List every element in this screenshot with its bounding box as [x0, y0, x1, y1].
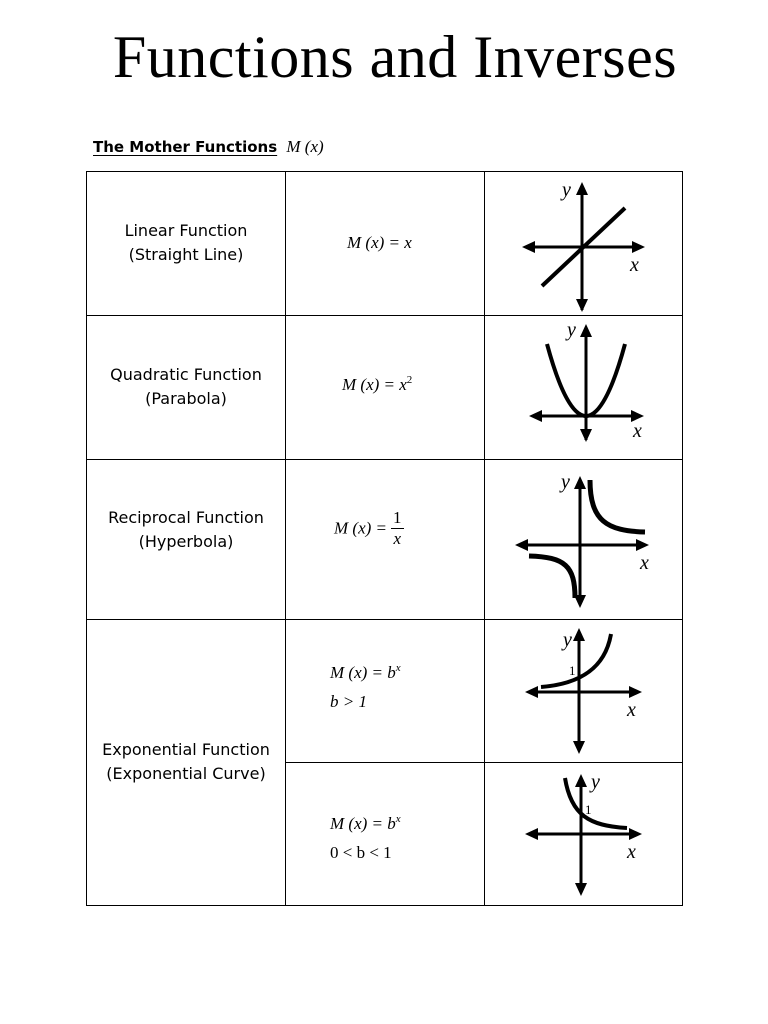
exponential-decay-formula: M (x) = bx 0 < b < 1	[330, 813, 401, 864]
exponential-decay-graph-icon: y 1 x	[525, 771, 642, 896]
column-divider	[484, 172, 485, 905]
hyperbola-graph-icon: y x	[515, 471, 649, 608]
x-axis-label: x	[632, 420, 642, 442]
section-heading-notation: M (x)	[286, 137, 324, 156]
quadratic-function-name: Quadratic Function (Parabola)	[87, 363, 285, 411]
row-divider	[87, 619, 682, 620]
fraction-numerator: 1	[391, 508, 404, 529]
row-divider	[87, 315, 682, 316]
function-name-line: (Exponential Curve)	[106, 764, 266, 783]
mother-functions-table: Linear Function (Straight Line) M (x) = …	[86, 171, 683, 906]
row-divider	[285, 762, 682, 763]
y-axis-label: y	[560, 179, 571, 201]
linear-graph-icon: y x	[522, 179, 645, 312]
exponential-growth-formula: M (x) = bx b > 1	[330, 662, 401, 713]
function-name-line: (Straight Line)	[128, 245, 244, 264]
y-axis-label: y	[589, 771, 600, 793]
x-axis-label: x	[639, 552, 649, 574]
formula-text: M (x) = x	[342, 375, 407, 394]
section-heading-label: The Mother Functions	[93, 138, 278, 156]
column-divider	[285, 172, 286, 905]
y-axis-label: y	[561, 629, 572, 651]
linear-function-name: Linear Function (Straight Line)	[87, 219, 285, 267]
row-divider	[87, 459, 682, 460]
function-name-line: (Hyperbola)	[138, 532, 234, 551]
linear-formula: M (x) = x	[347, 232, 412, 254]
function-name-line: Quadratic Function	[110, 365, 262, 384]
y-axis-label: y	[559, 471, 570, 493]
formula-exponent: 2	[406, 374, 413, 386]
formula-text: M (x) = b	[330, 663, 396, 682]
formula-text: M (x) = b	[330, 814, 396, 833]
reciprocal-function-name: Reciprocal Function (Hyperbola)	[87, 506, 285, 554]
quadratic-formula: M (x) = x2	[342, 374, 412, 396]
exponential-function-name: Exponential Function (Exponential Curve)	[87, 738, 285, 786]
formula-text: M (x) =	[334, 518, 388, 538]
function-name-line: (Parabola)	[145, 389, 227, 408]
function-name-line: Reciprocal Function	[108, 508, 264, 527]
formula-text: M (x) = x	[347, 233, 412, 252]
section-heading: The Mother Functions M (x)	[93, 136, 324, 158]
formula-exponent: x	[395, 662, 401, 674]
fraction-denominator: x	[393, 529, 402, 548]
parabola-graph-icon: y x	[529, 320, 644, 442]
y-intercept-label: 1	[569, 663, 576, 678]
y-axis-label: y	[565, 320, 576, 341]
formula-exponent: x	[395, 813, 401, 825]
page-title: Functions and Inverses	[112, 24, 678, 90]
x-axis-label: x	[626, 699, 636, 721]
function-name-line: Exponential Function	[102, 740, 270, 759]
formula-condition: b > 1	[330, 692, 367, 711]
y-intercept-label: 1	[585, 802, 592, 817]
x-axis-label: x	[629, 254, 639, 276]
x-axis-label: x	[626, 841, 636, 863]
exponential-growth-graph-icon: y 1 x	[525, 628, 642, 754]
formula-condition: 0 < b < 1	[330, 843, 392, 862]
function-name-line: Linear Function	[124, 221, 248, 240]
